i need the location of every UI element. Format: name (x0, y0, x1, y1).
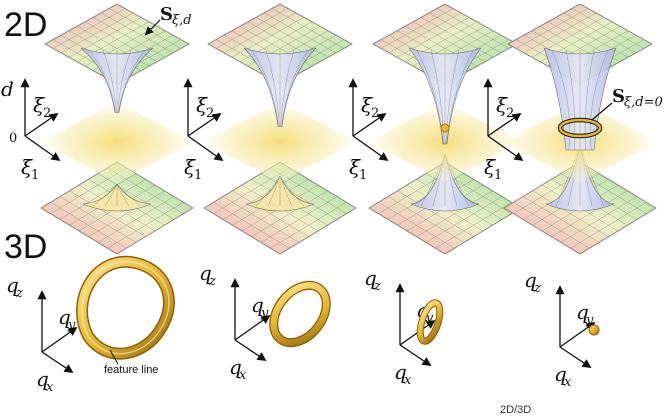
section-label-2d: 2D (4, 6, 47, 44)
feature-line-pointer (109, 349, 119, 365)
svg-text:2: 2 (506, 106, 514, 121)
feature-small-ring (416, 299, 444, 345)
feature-dot (588, 324, 600, 336)
lower-surface (368, 153, 522, 255)
zero-plane (39, 102, 195, 182)
qy-label: q (58, 305, 71, 329)
xi2-label: ξ (361, 93, 373, 117)
svg-text:x: x (404, 373, 412, 388)
feature-large-ring (76, 255, 175, 360)
svg-text:2: 2 (371, 106, 379, 121)
svg-text:ξ,d: ξ,d (172, 13, 192, 28)
qx-label: q (229, 355, 242, 379)
svg-text:1: 1 (359, 168, 367, 183)
svg-text:1: 1 (194, 168, 202, 183)
qz-label: q (199, 261, 212, 285)
svg-text:y: y (585, 313, 594, 328)
svg-text:z: z (533, 281, 541, 296)
qy-label: q (576, 300, 589, 324)
section-label-3d: 3D (4, 228, 47, 266)
iso-contour-point (440, 123, 450, 133)
svg-text:2: 2 (43, 106, 51, 121)
iso-contour-ring (558, 118, 602, 138)
upper-surface (207, 3, 353, 127)
svg-text:2: 2 (206, 106, 214, 121)
iso-contour-label: S ξ,d=0 (591, 86, 663, 121)
footer-text: 2D/3D (500, 404, 531, 416)
qx-label: q (36, 367, 49, 391)
svg-text:1: 1 (494, 168, 502, 183)
svg-text:x: x (564, 375, 572, 390)
svg-text:S: S (612, 86, 625, 107)
zero-label: 0 (9, 131, 17, 146)
svg-text:y: y (260, 306, 269, 321)
xi2-label: ξ (196, 93, 208, 117)
d-axis-label: d (1, 77, 14, 101)
upper-surface (372, 3, 518, 145)
svg-text:S: S (160, 4, 173, 25)
xi1-label: ξ (21, 155, 33, 179)
feature-line-label: feature line (104, 364, 158, 376)
svg-text:1: 1 (31, 168, 39, 183)
svg-text:z: z (208, 274, 216, 289)
qx-label: q (394, 360, 407, 384)
svg-text:x: x (239, 368, 247, 383)
svg-text:x: x (46, 380, 54, 395)
svg-text:z: z (373, 279, 381, 294)
qz-label: q (364, 266, 377, 290)
zero-plane (202, 102, 358, 182)
svg-text:y: y (67, 318, 76, 333)
xi1-label: ξ (184, 155, 196, 179)
qz-label: q (6, 273, 19, 297)
lower-surface (40, 161, 194, 255)
feature-medium-ring (269, 280, 331, 348)
qx-label: q (554, 362, 567, 386)
qz-label: q (524, 268, 537, 292)
xi2-label: ξ (496, 93, 508, 117)
upper-surface (44, 3, 190, 113)
qy-label: q (251, 293, 264, 317)
svg-text:z: z (15, 286, 23, 301)
upper-surface-label: S ξ,d (144, 4, 192, 36)
xi1-label: ξ (349, 155, 361, 179)
svg-text:ξ,d=0: ξ,d=0 (624, 95, 663, 110)
xi1-label: ξ (484, 155, 496, 179)
svg-text:v: v (426, 311, 434, 326)
upper-surface (507, 3, 653, 151)
xi2-label: ξ (33, 93, 45, 117)
